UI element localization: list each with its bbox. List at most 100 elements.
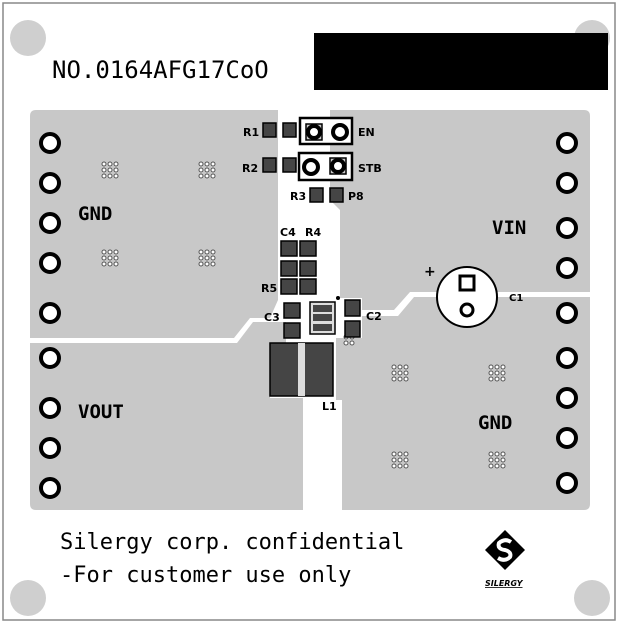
via bbox=[101, 261, 107, 267]
via bbox=[113, 255, 119, 261]
via bbox=[403, 451, 409, 457]
via bbox=[107, 249, 113, 255]
via bbox=[397, 376, 403, 382]
via bbox=[488, 364, 494, 370]
via bbox=[391, 376, 397, 382]
via bbox=[107, 255, 113, 261]
via bbox=[391, 457, 397, 463]
r4-pad bbox=[299, 260, 317, 277]
via bbox=[204, 249, 210, 255]
via bbox=[101, 161, 107, 167]
via bbox=[113, 161, 119, 167]
via bbox=[397, 370, 403, 376]
label-c4: C4 bbox=[280, 226, 296, 239]
via bbox=[488, 376, 494, 382]
vin-pour bbox=[330, 110, 590, 310]
via bbox=[500, 451, 506, 457]
via bbox=[198, 255, 204, 261]
label-gnd-left: GND bbox=[78, 203, 112, 225]
r5-pad bbox=[280, 278, 298, 295]
via bbox=[391, 364, 397, 370]
via bbox=[391, 463, 397, 469]
inductor-l1 bbox=[269, 342, 334, 397]
right-connector-pads bbox=[556, 132, 578, 494]
label-c2: C2 bbox=[366, 310, 382, 323]
r1-pad bbox=[282, 122, 297, 138]
via bbox=[494, 463, 500, 469]
c2-pad bbox=[344, 320, 361, 338]
via bbox=[210, 249, 216, 255]
via bbox=[488, 370, 494, 376]
r2-pad bbox=[282, 157, 297, 173]
via bbox=[107, 161, 113, 167]
via bbox=[204, 255, 210, 261]
svg-text:SILERGY: SILERGY bbox=[485, 579, 524, 588]
label-en: EN bbox=[358, 126, 375, 139]
c2-pad bbox=[344, 299, 361, 317]
via-clusters bbox=[101, 161, 506, 469]
label-c3: C3 bbox=[264, 311, 280, 324]
confidential-line-1: Silergy corp. confidential bbox=[60, 530, 404, 555]
silergy-logo: SILERGY bbox=[485, 530, 525, 588]
via bbox=[397, 451, 403, 457]
via bbox=[500, 376, 506, 382]
via bbox=[107, 167, 113, 173]
capacitor-c1 bbox=[436, 266, 498, 328]
via bbox=[403, 364, 409, 370]
via bbox=[204, 161, 210, 167]
c3-pad bbox=[283, 322, 301, 339]
r3-pad bbox=[309, 187, 324, 203]
label-r1: R1 bbox=[243, 126, 259, 139]
via bbox=[113, 167, 119, 173]
via bbox=[494, 364, 500, 370]
via bbox=[101, 173, 107, 179]
via bbox=[403, 463, 409, 469]
via bbox=[198, 161, 204, 167]
label-r2: R2 bbox=[242, 162, 258, 175]
c4-pad bbox=[280, 240, 298, 257]
label-gnd-right: GND bbox=[478, 412, 512, 434]
via bbox=[397, 364, 403, 370]
via bbox=[113, 173, 119, 179]
c4-pad bbox=[280, 260, 298, 277]
via bbox=[494, 451, 500, 457]
part-number: NO.0164AFG17CoO bbox=[52, 56, 269, 84]
via bbox=[500, 463, 506, 469]
gnd-left-pour bbox=[30, 110, 278, 338]
via bbox=[210, 173, 216, 179]
redacted-block bbox=[314, 33, 608, 90]
via bbox=[113, 249, 119, 255]
via bbox=[488, 463, 494, 469]
p8-pad bbox=[329, 187, 344, 203]
via bbox=[210, 261, 216, 267]
via bbox=[343, 340, 349, 346]
via bbox=[397, 463, 403, 469]
via bbox=[113, 261, 119, 267]
via bbox=[198, 167, 204, 173]
via bbox=[500, 364, 506, 370]
via bbox=[494, 376, 500, 382]
r1-pad bbox=[262, 122, 277, 138]
left-connector-pads bbox=[39, 132, 61, 499]
via bbox=[198, 249, 204, 255]
via bbox=[391, 370, 397, 376]
via bbox=[107, 261, 113, 267]
via bbox=[198, 173, 204, 179]
c3-pad bbox=[283, 302, 301, 319]
label-plus: + bbox=[424, 264, 436, 280]
vout-pour bbox=[30, 322, 303, 510]
label-p8: P8 bbox=[348, 190, 364, 203]
via bbox=[391, 451, 397, 457]
via bbox=[210, 161, 216, 167]
via bbox=[204, 173, 210, 179]
via bbox=[204, 261, 210, 267]
via bbox=[403, 370, 409, 376]
via bbox=[204, 167, 210, 173]
via bbox=[101, 249, 107, 255]
via bbox=[488, 457, 494, 463]
label-vin: VIN bbox=[492, 217, 526, 239]
label-r3: R3 bbox=[290, 190, 306, 203]
via bbox=[488, 451, 494, 457]
r4-pad bbox=[299, 240, 317, 257]
